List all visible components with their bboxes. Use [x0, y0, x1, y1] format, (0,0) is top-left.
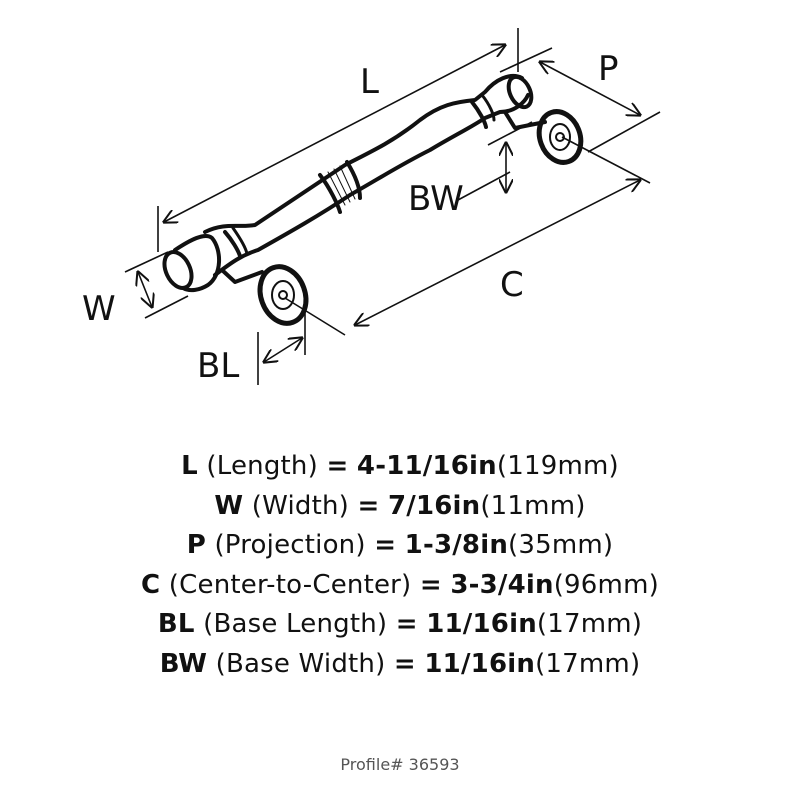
- spec-projection: P (Projection) = 1-3/8in(35mm): [0, 526, 800, 566]
- spec-length: L (Length) = 4-11/16in(119mm): [0, 447, 800, 487]
- spec-equals: =: [395, 609, 418, 639]
- dimension-lines: [124, 28, 661, 385]
- spec-metric: (96mm): [553, 569, 659, 600]
- spec-width: W (Width) = 7/16in(11mm): [0, 487, 800, 527]
- label-BW: BW: [408, 179, 464, 219]
- spec-name: (Length): [206, 451, 318, 481]
- spec-imperial: 3-3/4in: [450, 569, 554, 600]
- spec-equals: =: [374, 530, 397, 560]
- spec-imperial: 7/16in: [387, 490, 481, 521]
- spec-name: (Projection): [214, 530, 366, 560]
- spec-name: (Base Length): [203, 609, 388, 639]
- label-P: P: [598, 49, 619, 89]
- spec-metric: (35mm): [508, 530, 614, 560]
- spec-code: C: [141, 569, 161, 600]
- spec-center-to-center: C (Center-to-Center) = 3-3/4in(96mm): [0, 566, 800, 606]
- spec-imperial: 11/16in: [424, 648, 536, 679]
- profile-number: Profile# 36593: [340, 755, 460, 774]
- spec-imperial: 1-3/8in: [404, 530, 509, 560]
- label-L: L: [360, 62, 379, 102]
- spec-base-width: BW (Base Width) = 11/16in(17mm): [0, 645, 800, 685]
- spec-metric: (17mm): [536, 609, 643, 639]
- cabinet-pull-dimension-drawing: L P BW C W BL: [82, 28, 661, 386]
- spec-equals: =: [419, 569, 442, 600]
- spec-code: BL: [157, 609, 195, 639]
- label-BL: BL: [197, 346, 239, 386]
- spec-name: (Base Width): [215, 648, 386, 679]
- spec-metric: (17mm): [535, 648, 641, 679]
- spec-imperial: 4-11/16in: [356, 451, 497, 481]
- spec-base-length: BL (Base Length) = 11/16in(17mm): [0, 605, 800, 645]
- spec-equals: =: [326, 451, 349, 481]
- spec-equals: =: [357, 490, 380, 521]
- dimension-specs-list: L (Length) = 4-11/16in(119mm) W (Width) …: [0, 447, 800, 684]
- spec-code: P: [186, 530, 206, 560]
- spec-code: L: [181, 451, 198, 481]
- spec-imperial: 11/16in: [426, 609, 537, 639]
- dimension-line-W: [138, 272, 152, 307]
- spec-code: BW: [159, 648, 208, 679]
- spec-equals: =: [393, 648, 416, 679]
- label-C: C: [500, 265, 524, 305]
- spec-code: W: [214, 490, 244, 521]
- spec-name: (Center-to-Center): [168, 569, 412, 600]
- spec-metric: (11mm): [480, 490, 586, 521]
- dimension-labels: L P BW C W BL: [82, 49, 619, 386]
- dimension-line-C: [355, 180, 640, 325]
- dimension-line-BL: [264, 338, 302, 362]
- dimension-line-L: [164, 45, 505, 222]
- spec-name: (Width): [251, 490, 350, 521]
- label-W: W: [82, 289, 116, 329]
- spec-metric: (119mm): [496, 451, 619, 481]
- dimension-line-P: [540, 62, 640, 115]
